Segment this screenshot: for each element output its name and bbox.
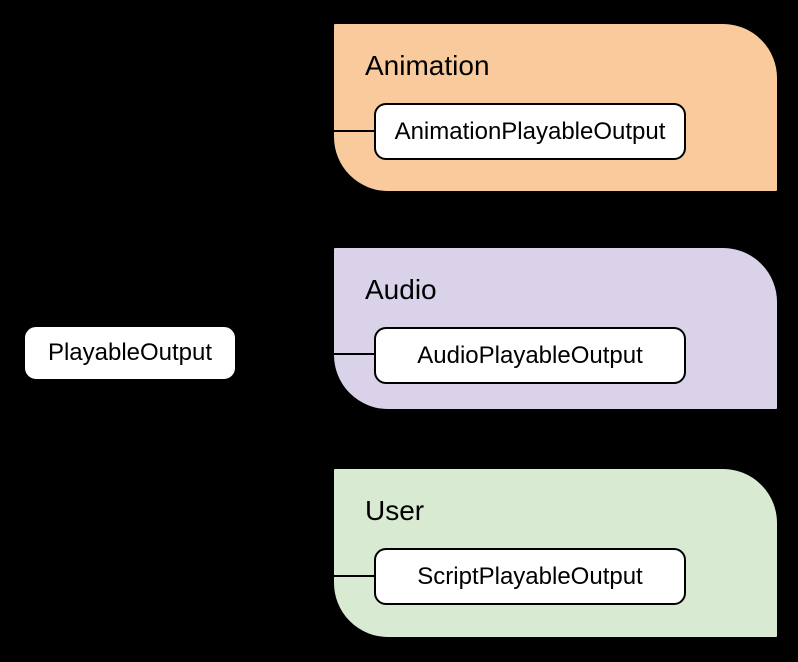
node-audio-playable-output: AudioPlayableOutput — [374, 327, 686, 384]
node-playable-output: PlayableOutput — [23, 325, 237, 381]
group-label-user: User — [365, 495, 425, 526]
node-animation-playable-output: AnimationPlayableOutput — [374, 103, 686, 160]
group-user: User ScriptPlayableOutput — [333, 468, 778, 638]
group-label-audio: Audio — [365, 274, 437, 305]
node-script-playable-output: ScriptPlayableOutput — [374, 548, 686, 605]
group-audio: Audio AudioPlayableOutput — [333, 247, 778, 410]
group-animation: Animation AnimationPlayableOutput — [333, 23, 778, 192]
group-label-animation: Animation — [365, 50, 490, 81]
